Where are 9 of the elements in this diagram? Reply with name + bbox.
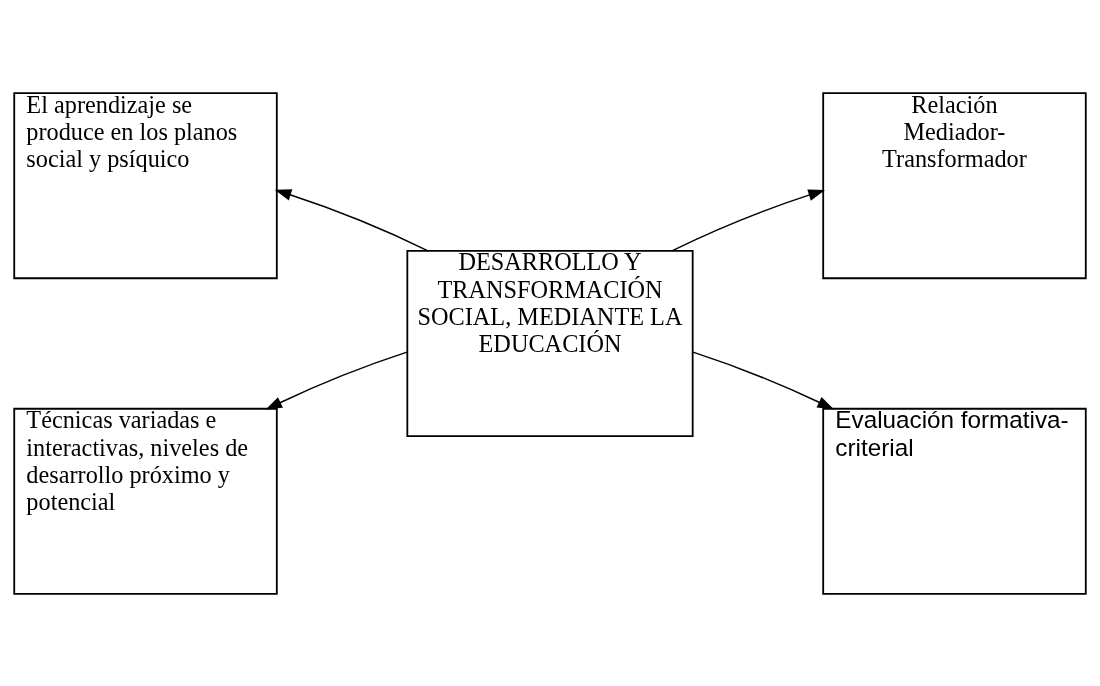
arrow [274, 188, 429, 252]
node-box: DESARROLLO Y TRANSFORMACIÓN SOCIAL, MEDIANTE LA EDUCACIÓN [406, 249, 694, 437]
node-box: Técnicas variadas e interactivas, niveles de desarrollo próximo y potencial [13, 407, 278, 595]
arrow [265, 350, 408, 410]
arrow [692, 350, 835, 409]
node-box: El aprendizaje se produce en los planos social y psíquico [13, 91, 278, 279]
node-box: Relación Mediador-Transformador [822, 91, 1087, 279]
node-box: Evaluación formativa- criterial [822, 407, 1087, 595]
arrow [671, 189, 825, 252]
